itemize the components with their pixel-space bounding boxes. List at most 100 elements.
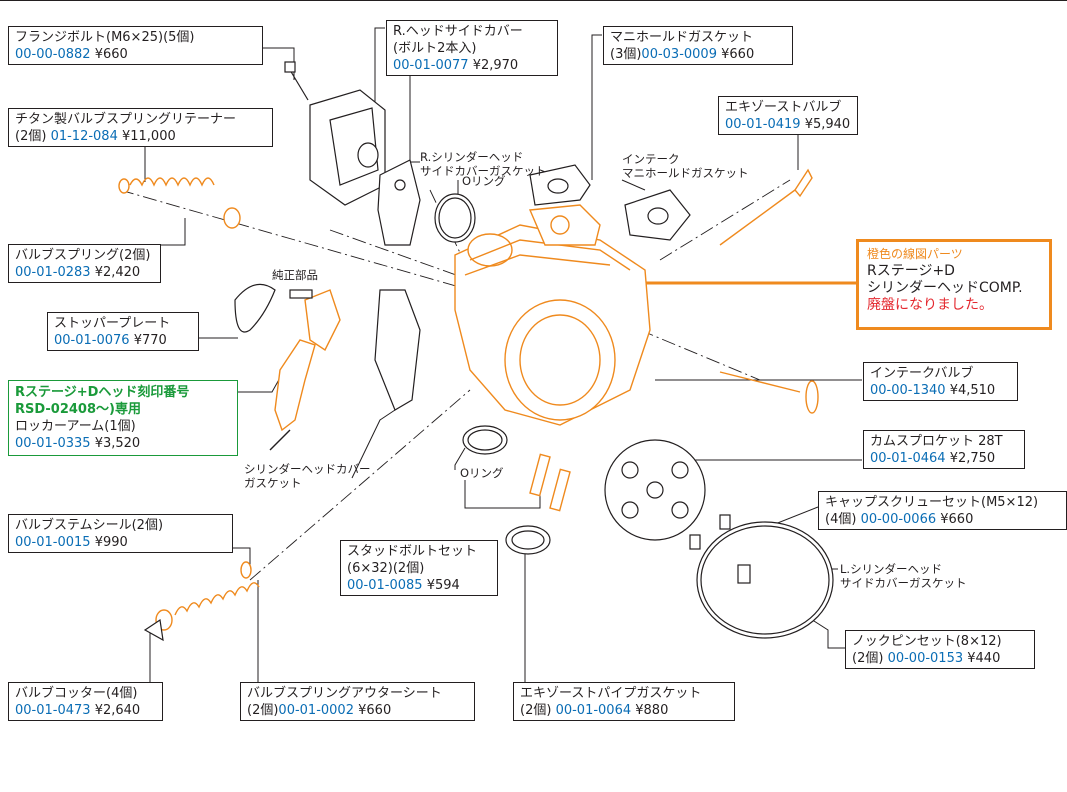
l-cyl-cover-gasket-line1: L.シリンダーヘッド — [840, 562, 943, 576]
outer-seat-name: バルブスプリングアウターシート — [247, 686, 442, 701]
stud-bolt-price: ¥594 — [426, 578, 460, 593]
l-cyl-cover-gasket-label: L.シリンダーヘッド サイドカバーガスケット — [840, 562, 967, 590]
label-cam-sprocket: カムスプロケット 28T 00-01-0464 ¥2,750 — [863, 430, 1025, 469]
callout-line3: 廃盤になりました。 — [867, 297, 993, 313]
intake-manifold-gasket-label: インテーク マニホールドガスケット — [622, 152, 749, 180]
stem-seal-price: ¥990 — [94, 535, 128, 550]
label-ti-retainer: チタン製バルブスプリングリテーナー (2個) 01-12-084 ¥11,000 — [8, 108, 273, 147]
discontinued-callout: 橙色の線図パーツ Rステージ+D シリンダーヘッドCOMP. 廃盤になりました。 — [856, 239, 1052, 330]
black-parts — [143, 61, 834, 642]
callout-line1: Rステージ+D — [867, 263, 955, 279]
stopper-plate-code[interactable]: 00-01-0076 — [54, 333, 130, 348]
r-head-cover-name: R.ヘッドサイドカバー — [393, 24, 523, 39]
stem-seal-name: バルブステムシール(2個) — [15, 518, 164, 533]
label-stud-bolt: スタッドボルトセット (6×32)(2個) 00-01-0085 ¥594 — [340, 540, 498, 596]
outer-seat-price: ¥660 — [358, 703, 392, 718]
knock-pin-price: ¥440 — [967, 651, 1001, 666]
label-valve-cotter: バルブコッター(4個) 00-01-0473 ¥2,640 — [8, 682, 163, 721]
label-rocker-arm: Rステージ+Dヘッド刻印番号 RSD-02408〜)専用 ロッカーアーム(1個)… — [8, 380, 238, 456]
stopper-plate-price: ¥770 — [133, 333, 167, 348]
r-cyl-cover-gasket-label: R.シリンダーヘッド サイドカバーガスケット — [420, 150, 547, 178]
label-cap-screw: キャップスクリューセット(M5×12) (4個) 00-00-0066 ¥660 — [818, 491, 1067, 530]
cylinder-head-comp — [118, 168, 819, 631]
cam-sprocket-price: ¥2,750 — [949, 451, 996, 466]
cap-screw-price: ¥660 — [940, 512, 974, 527]
intake-manifold-gasket-line1: インテーク — [622, 152, 680, 166]
knock-pin-code[interactable]: 00-00-0153 — [887, 651, 964, 666]
exhaust-pipe-gasket-qty: (2個) — [520, 703, 552, 718]
cap-screw-qty: (4個) — [825, 512, 857, 527]
cyl-head-cover-gasket-line2: ガスケット — [244, 476, 302, 490]
intake-manifold-gasket-line2: マニホールドガスケット — [622, 166, 749, 180]
l-cyl-cover-gasket-line2: サイドカバーガスケット — [840, 576, 967, 590]
r-head-cover-sub: (ボルト2本入) — [393, 41, 477, 56]
valve-spring-code[interactable]: 00-01-0283 — [15, 265, 91, 280]
genuine-part-label: 純正部品 — [272, 268, 318, 282]
valve-cotter-name: バルブコッター(4個) — [15, 686, 138, 701]
rocker-arm-code[interactable]: 00-01-0335 — [15, 436, 91, 451]
exhaust-valve-code[interactable]: 00-01-0419 — [725, 117, 801, 132]
stopper-plate-name: ストッパープレート — [54, 316, 171, 331]
knock-pin-qty: (2個) — [852, 651, 884, 666]
label-intake-valve: インテークバルブ 00-00-1340 ¥4,510 — [863, 362, 1018, 401]
rocker-arm-note2: RSD-02408〜)専用 — [15, 402, 141, 417]
ti-retainer-code[interactable]: 01-12-084 — [50, 129, 118, 144]
leader-lines — [144, 27, 862, 685]
rocker-arm-note1: Rステージ+Dヘッド刻印番号 — [15, 385, 190, 400]
exhaust-valve-price: ¥5,940 — [804, 117, 851, 132]
r-head-cover-code[interactable]: 00-01-0077 — [393, 58, 469, 73]
label-knock-pin: ノックピンセット(8×12) (2個) 00-00-0153 ¥440 — [845, 630, 1035, 669]
o-ring-bottom-label: Oリング — [460, 466, 504, 480]
outer-seat-qty: (2個) — [247, 703, 279, 718]
exhaust-pipe-gasket-name: エキゾーストパイプガスケット — [520, 686, 702, 701]
label-exhaust-pipe-gasket: エキゾーストパイプガスケット (2個) 00-01-0064 ¥880 — [513, 682, 735, 721]
intake-valve-name: インテークバルブ — [870, 366, 974, 381]
callout-line2: シリンダーヘッドCOMP. — [867, 280, 1023, 296]
flange-bolt-code[interactable]: 00-00-0882 — [15, 47, 91, 62]
cam-sprocket-code[interactable]: 00-01-0464 — [870, 451, 946, 466]
manifold-gasket-qty: (3個) — [610, 47, 642, 62]
stem-seal-code[interactable]: 00-01-0015 — [15, 535, 91, 550]
label-r-head-side-cover: R.ヘッドサイドカバー (ボルト2本入) 00-01-0077 ¥2,970 — [386, 20, 558, 76]
ti-retainer-name: チタン製バルブスプリングリテーナー — [15, 112, 237, 127]
label-flange-bolt: フランジボルト(M6×25)(5個) 00-00-0882 ¥660 — [8, 26, 263, 65]
callout-title: 橙色の線図パーツ — [867, 247, 963, 261]
manifold-gasket-price: ¥660 — [721, 47, 755, 62]
r-cyl-cover-gasket-line2: サイドカバーガスケット — [420, 164, 547, 178]
r-head-cover-price: ¥2,970 — [472, 58, 519, 73]
ti-retainer-qty: (2個) — [15, 129, 47, 144]
valve-spring-price: ¥2,420 — [94, 265, 141, 280]
r-cyl-cover-gasket-line1: R.シリンダーヘッド — [420, 150, 524, 164]
intake-valve-code[interactable]: 00-00-1340 — [870, 383, 946, 398]
manifold-gasket-name: マニホールドガスケット — [610, 30, 754, 45]
valve-cotter-code[interactable]: 00-01-0473 — [15, 703, 91, 718]
cap-screw-name: キャップスクリューセット(M5×12) — [825, 495, 1039, 510]
stud-bolt-sub: (6×32)(2個) — [347, 561, 425, 576]
cap-screw-code[interactable]: 00-00-0066 — [860, 512, 937, 527]
flange-bolt-price: ¥660 — [94, 47, 128, 62]
flange-bolt-name: フランジボルト(M6×25)(5個) — [15, 30, 195, 45]
top-rule — [0, 0, 1067, 1]
cyl-head-cover-gasket-line1: シリンダーヘッドカバー — [244, 462, 371, 476]
label-valve-spring: バルブスプリング(2個) 00-01-0283 ¥2,420 — [8, 244, 161, 283]
stud-bolt-name: スタッドボルトセット — [347, 544, 478, 559]
valve-cotter-price: ¥2,640 — [94, 703, 141, 718]
exhaust-valve-name: エキゾーストバルブ — [725, 100, 842, 115]
stud-bolt-code[interactable]: 00-01-0085 — [347, 578, 423, 593]
cam-sprocket-name: カムスプロケット 28T — [870, 434, 1003, 449]
rocker-arm-price: ¥3,520 — [94, 436, 141, 451]
manifold-gasket-code[interactable]: 00-03-0009 — [641, 47, 717, 62]
knock-pin-name: ノックピンセット(8×12) — [852, 634, 1002, 649]
label-stem-seal: バルブステムシール(2個) 00-01-0015 ¥990 — [8, 514, 233, 553]
cyl-head-cover-gasket-label: シリンダーヘッドカバー ガスケット — [244, 462, 371, 490]
outer-seat-code[interactable]: 00-01-0002 — [278, 703, 354, 718]
valve-spring-name: バルブスプリング(2個) — [15, 248, 151, 263]
exhaust-pipe-gasket-price: ¥880 — [635, 703, 669, 718]
ti-retainer-price: ¥11,000 — [121, 129, 176, 144]
exhaust-pipe-gasket-code[interactable]: 00-01-0064 — [555, 703, 632, 718]
rocker-arm-name: ロッカーアーム(1個) — [15, 419, 136, 434]
intake-valve-price: ¥4,510 — [949, 383, 996, 398]
label-stopper-plate: ストッパープレート 00-01-0076 ¥770 — [47, 312, 199, 351]
label-outer-seat: バルブスプリングアウターシート (2個)00-01-0002 ¥660 — [240, 682, 475, 721]
